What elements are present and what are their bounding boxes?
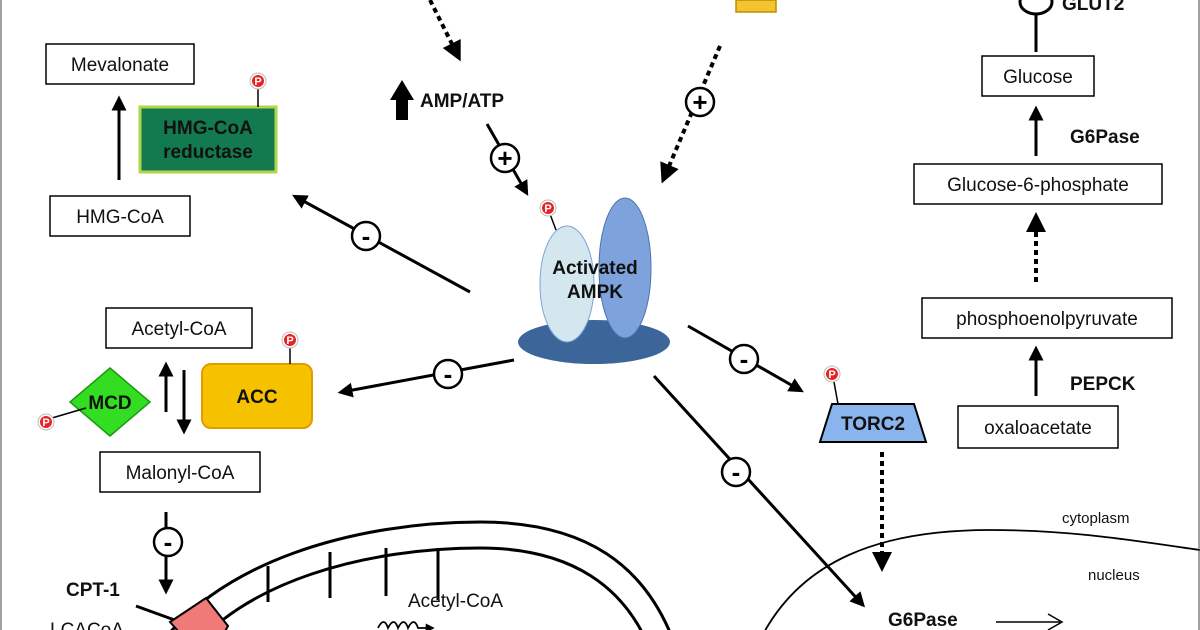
svg-text:+: + <box>692 87 707 117</box>
pep-box <box>921 297 1173 339</box>
glut2-label: GLUT2 <box>1062 0 1124 15</box>
ampk-subunit-light <box>539 225 595 343</box>
acc-label: ACC <box>236 387 277 408</box>
phospho-badge-mcd: P <box>37 413 55 431</box>
phospho-badge-acc: P <box>281 331 299 349</box>
torc2-label: TORC2 <box>841 414 905 435</box>
oxaloacetate-box <box>957 405 1119 449</box>
g6p-box <box>913 163 1163 205</box>
acc-box <box>201 363 313 429</box>
acetyl-coa-label: Acetyl-CoA <box>131 319 226 340</box>
g6p-label: Glucose-6-phosphate <box>947 175 1129 196</box>
svg-text:-: - <box>164 527 173 557</box>
svg-text:P: P <box>42 417 49 429</box>
svg-text:-: - <box>362 221 371 251</box>
mevalonate-label: Mevalonate <box>71 55 169 76</box>
svg-text:-: - <box>740 344 749 374</box>
pepck-label: PEPCK <box>1070 374 1136 395</box>
glucose-label: Glucose <box>1003 67 1073 88</box>
ampk-base <box>518 320 670 364</box>
nucleus-label: nucleus <box>1088 567 1140 584</box>
top-dotted-arrow-left <box>428 0 461 62</box>
hmg-coa-label: HMG-CoA <box>76 207 164 228</box>
hmg-coa-reductase-label-1: HMG-CoA <box>163 118 253 139</box>
oxaloacetate-label: oxaloacetate <box>984 418 1092 439</box>
lcacoa-label: LCACoA <box>50 620 124 630</box>
mitochondrion-inner <box>208 546 643 630</box>
activator-dotted-arrow <box>660 45 722 184</box>
glut2-transporter <box>1018 0 1054 16</box>
minus-sign-acc: - <box>432 358 464 390</box>
minus-sign-g6pase: - <box>720 456 752 488</box>
hmg-coa-box <box>49 195 191 237</box>
phospho-badge-hmg: P <box>249 72 267 90</box>
svg-text:P: P <box>544 203 551 215</box>
hmg-coa-reductase-label-2: reductase <box>163 142 253 163</box>
svg-text:-: - <box>444 359 453 389</box>
cytoplasm-label: cytoplasm <box>1062 510 1130 527</box>
ampk-subunit-dark <box>598 197 652 339</box>
top-activator-box <box>735 0 777 13</box>
cpt1-transporter <box>168 596 230 630</box>
plus-sign-amp: + <box>489 142 521 174</box>
phospho-badge-torc2: P <box>823 365 841 383</box>
malonyl-coa-box <box>99 451 261 493</box>
amp-atp-up-arrow <box>390 80 414 120</box>
nuclear-membrane <box>764 529 1200 630</box>
svg-text:P: P <box>828 369 835 381</box>
ampk-to-hmg-arrow <box>292 194 471 294</box>
ampk-to-acc-arrow <box>337 358 515 398</box>
cpt1-label: CPT-1 <box>66 580 120 601</box>
minus-sign-cpt1: - <box>152 526 184 558</box>
minus-sign-hmg: - <box>350 220 382 252</box>
malonyl-coa-label: Malonyl-CoA <box>126 463 235 484</box>
svg-text:-: - <box>732 457 741 487</box>
mitochondrion-outer <box>170 520 671 630</box>
svg-text:P: P <box>286 335 293 347</box>
glucose-box <box>981 55 1095 97</box>
beta-oxidation-coil <box>377 621 435 630</box>
mito-acetyl-coa-label: Acetyl-CoA <box>408 591 503 612</box>
ampk-label-2: AMPK <box>567 282 623 303</box>
mevalonate-box <box>45 43 195 85</box>
ampk-label-1: Activated <box>552 258 638 279</box>
hmg-coa-reductase-box <box>138 105 278 174</box>
minus-sign-torc2: - <box>728 343 760 375</box>
torc2-trapezoid <box>818 403 928 443</box>
acetyl-coa-box <box>105 307 253 349</box>
svg-text:+: + <box>497 143 512 173</box>
mcd-label: MCD <box>88 393 131 414</box>
svg-text:P: P <box>254 76 261 88</box>
pep-label: phosphoenolpyruvate <box>956 309 1138 330</box>
phospho-badge-ampk: P <box>539 199 557 217</box>
g6pase-gene-label: G6Pase <box>888 610 958 630</box>
plus-sign-activator: + <box>684 86 716 118</box>
g6pase-enzyme-label: G6Pase <box>1070 127 1140 148</box>
amp-atp-label: AMP/ATP <box>420 91 504 112</box>
mcd-diamond <box>68 367 152 437</box>
